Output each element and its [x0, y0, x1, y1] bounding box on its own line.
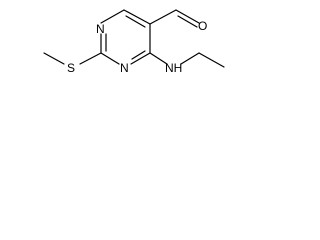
bond-c6-c5 [123, 9, 151, 25]
bond-c4-n [149, 52, 168, 65]
atom-label-sulfur: S [67, 61, 75, 75]
atom-label-oxygen: O [198, 19, 207, 33]
structure-canvas: N N S O NH [0, 0, 250, 104]
ethylamino-group [149, 52, 225, 68]
pyrimidine-ring [100, 9, 151, 65]
chemical-structure-diagram: N N S O NH [43, 9, 225, 75]
atom-label-n1: N [96, 22, 105, 36]
bond-c5-cho [149, 9, 177, 25]
bond-ch2-ch3 [198, 52, 225, 68]
atom-label-n3: N [120, 61, 129, 75]
bond-cho-o [175, 9, 200, 24]
methylthio-group [43, 52, 102, 65]
bond-s-ch3 [43, 52, 65, 65]
bond-n3-c4-double [131, 50, 146, 60]
bond-c2-s [79, 52, 102, 65]
bond-n-ch2 [180, 52, 200, 65]
bond-cho-o-double [177, 15, 198, 28]
bond-c2-n3 [100, 52, 120, 65]
bond-c6-c5-double [125, 15, 146, 28]
bond-n3-c4 [130, 52, 151, 65]
aldehyde-group [149, 9, 200, 28]
bond-c6-n1 [100, 9, 125, 24]
atom-label-amine: NH [165, 61, 182, 75]
